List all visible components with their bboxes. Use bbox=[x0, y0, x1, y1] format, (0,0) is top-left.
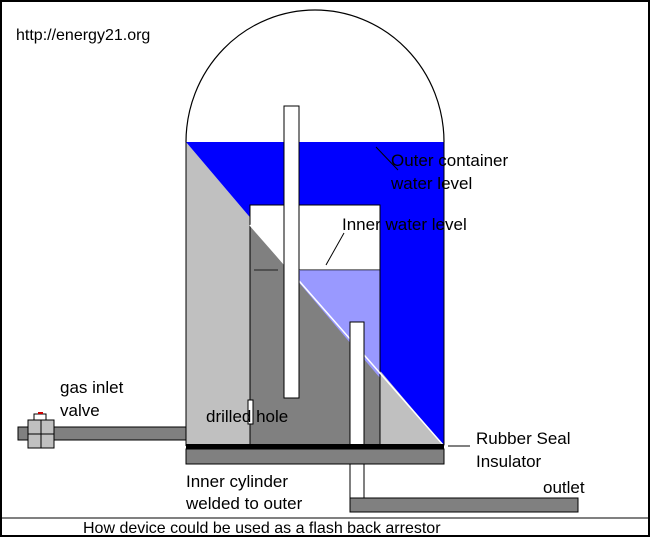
inner-level-leader bbox=[325, 232, 345, 266]
inner-cylinder-label-line2: welded to outer bbox=[185, 494, 303, 513]
outlet-label: outlet bbox=[543, 478, 585, 497]
gas-inlet-pipe bbox=[17, 426, 187, 441]
site-url: http://energy21.org bbox=[16, 27, 150, 44]
figure-caption: How device could be used as a flash back… bbox=[83, 520, 441, 537]
outlet-riser-tube bbox=[349, 321, 365, 501]
outer-level-leader bbox=[375, 146, 399, 171]
inner-level-label: Inner water level bbox=[342, 215, 467, 234]
central-tube bbox=[283, 105, 300, 399]
cutaway-diagonal bbox=[249, 224, 445, 447]
inner-cylinder-label-line1: Inner cylinder bbox=[186, 472, 288, 491]
gas-inlet-valve-icon bbox=[27, 412, 55, 449]
rubber-seal-label-line2: Insulator bbox=[476, 452, 542, 471]
rubber-seal-label-line1: Rubber Seal bbox=[476, 429, 571, 448]
gas-inlet-label-line2: valve bbox=[60, 401, 100, 420]
rubber-seal bbox=[186, 444, 444, 449]
outer-level-label-line1: Outer container bbox=[391, 151, 509, 170]
container-dome bbox=[185, 9, 445, 143]
drilled-hole-label: drilled hole bbox=[206, 407, 288, 426]
container-base bbox=[185, 448, 445, 465]
gas-inlet-label-line1: gas inlet bbox=[60, 378, 124, 397]
drilled-hole-marker bbox=[247, 399, 254, 425]
inner-cylinder-steel bbox=[250, 225, 380, 446]
outlet-pipe bbox=[349, 497, 579, 513]
outer-level-label-line2: water level bbox=[390, 174, 472, 193]
